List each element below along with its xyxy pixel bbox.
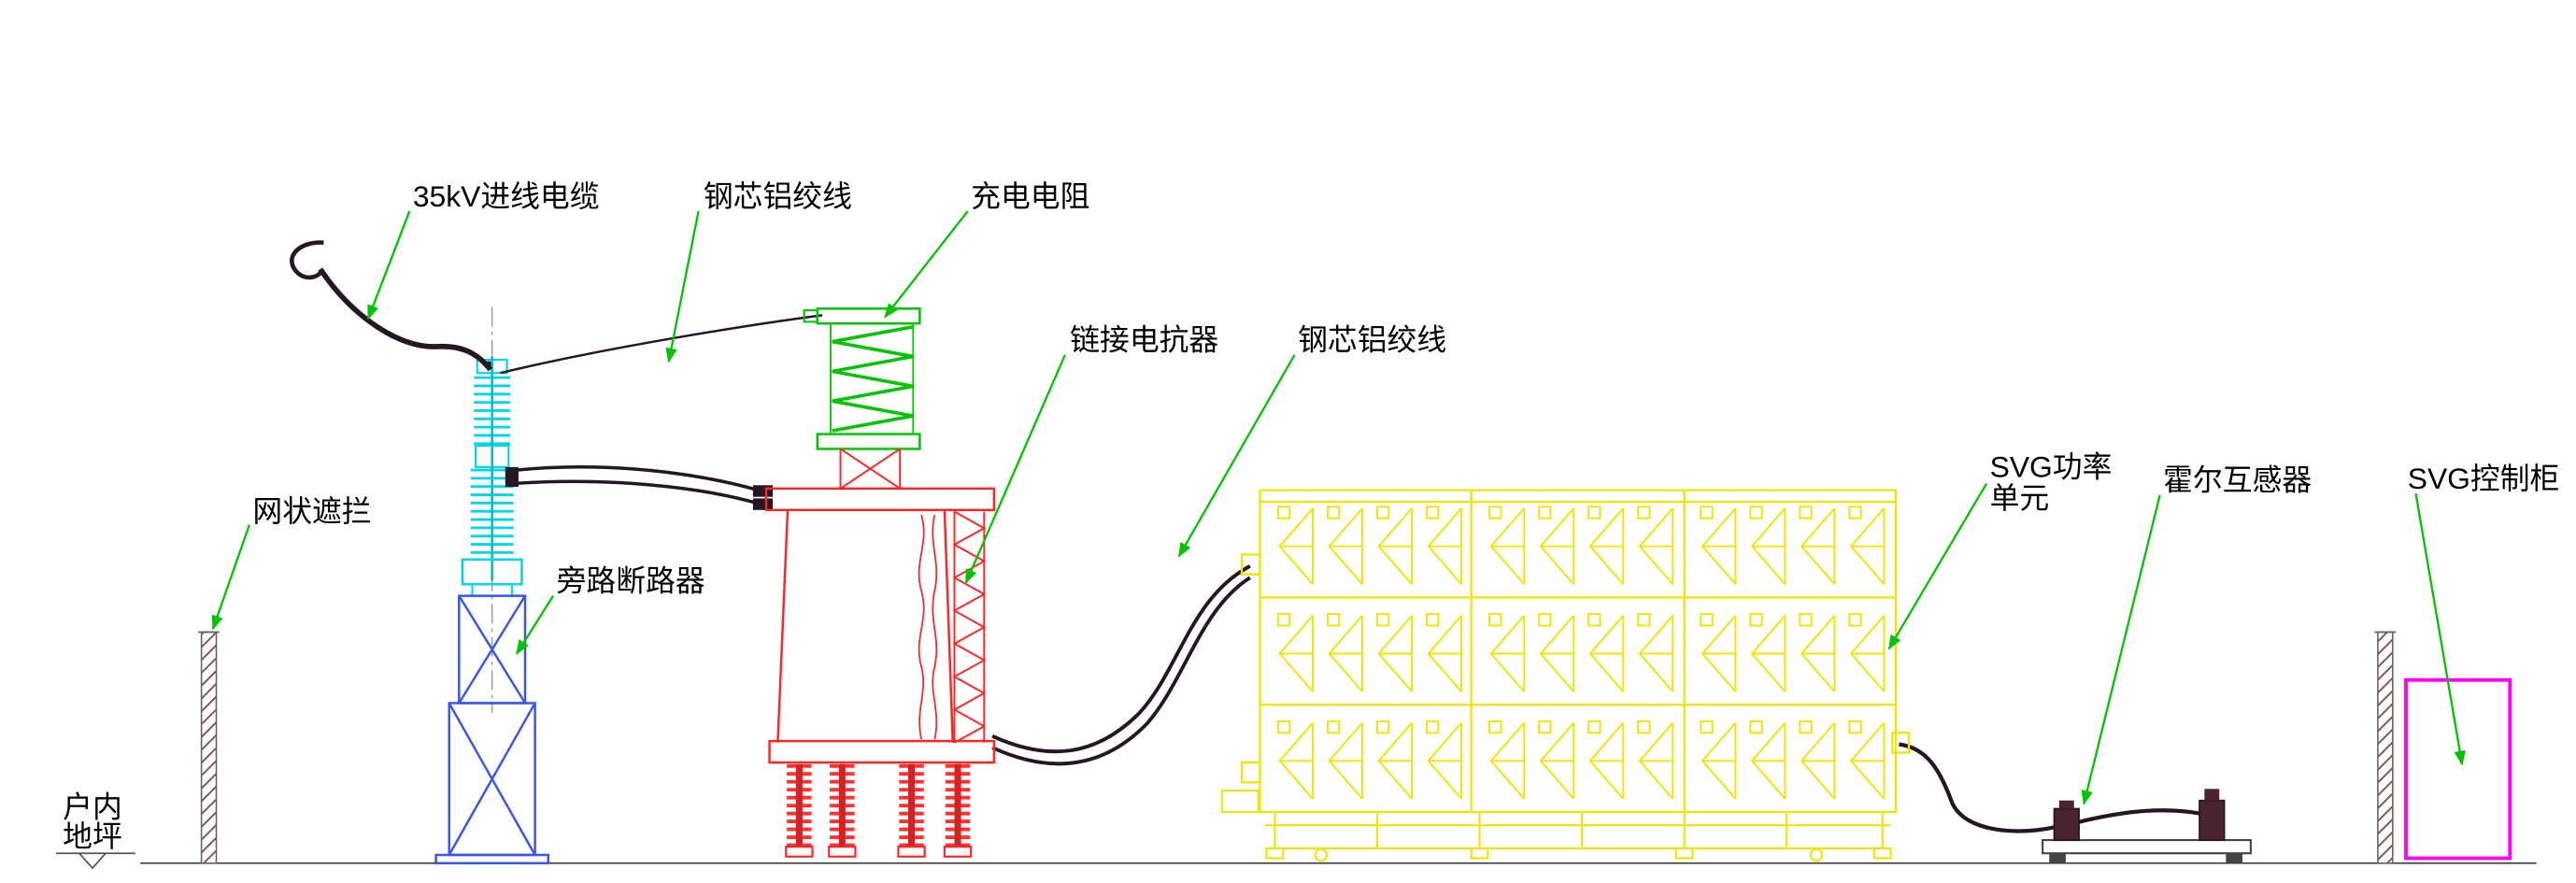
label-acsr-1: 钢芯铝绞线 [704, 179, 852, 213]
incoming-cable [290, 240, 493, 372]
label-indoor-floor-line2: 地坪 [63, 819, 122, 853]
cabinet-terminal-right [1891, 732, 1911, 754]
breaker-to-reactor-cables [513, 464, 774, 510]
reactor-bottom-plate [768, 739, 996, 764]
label-mesh-barrier: 网状遮拦 [252, 494, 371, 528]
floor-level-symbol [56, 852, 135, 870]
svg-control-cabinet-box [2404, 677, 2512, 861]
hall-ct-sensor [2053, 807, 2080, 841]
label-svg-control-cabinet: SVG控制柜 [2408, 462, 2560, 495]
charging-resistor [803, 307, 921, 450]
reactor-lattice-column [952, 510, 987, 744]
reactor-bushings [786, 764, 971, 857]
cabinet-terminal-upper-left [1240, 553, 1261, 576]
label-hall-ct: 霍尔互感器 [2163, 463, 2312, 497]
power-modules [1278, 506, 1885, 799]
hall-transformer-assembly [2042, 789, 2252, 863]
cabinet-to-hall-ct-cables [1899, 742, 2202, 833]
reactor-to-cabinet-cables [991, 564, 1251, 766]
label-acsr-2: 钢芯铝绞线 [1298, 322, 1446, 356]
hall-ct-bushing [2199, 799, 2226, 841]
label-incoming-cable: 35kV进线电缆 [413, 179, 600, 213]
coil-support [839, 448, 902, 490]
leader-svg-control-cabinet [2414, 492, 2466, 766]
leader-link-reactor [964, 354, 1066, 585]
label-charging-resistor: 充电电阻 [971, 179, 1089, 213]
leader-mesh-barrier [211, 524, 250, 631]
mesh-barrier-right [2374, 631, 2397, 864]
hall-ct-platform [2042, 839, 2252, 855]
link-reactor [764, 448, 996, 857]
cabinet-outline [1259, 489, 1898, 814]
cabinet-terminal-lower-left [1240, 761, 1261, 784]
leader-charging-resistor [884, 210, 969, 319]
bypass-breaker [434, 306, 549, 865]
label-indoor-floor-line1: 户内 [63, 790, 122, 823]
reactor-top-plate [764, 487, 996, 512]
mesh-barrier-left [198, 631, 221, 864]
svg-power-cabinet [1220, 489, 1911, 862]
cabinet-base [1264, 812, 1892, 862]
leader-svg-power-unit [1887, 482, 1988, 650]
label-bypass-breaker: 旁路断路器 [557, 563, 705, 597]
leader-bypass-breaker [516, 595, 555, 655]
conductor-acsr-1 [500, 314, 823, 375]
leader-acsr-1 [665, 210, 700, 363]
label-svg-power-unit-line1: SVG功率 [1990, 449, 2113, 483]
label-link-reactor: 链接电抗器 [1070, 322, 1218, 356]
breaker-support-frame [434, 594, 549, 865]
leader-lines [211, 210, 2466, 805]
leader-acsr-2 [1177, 354, 1296, 558]
label-svg-power-unit-line2: 单元 [1990, 481, 2050, 515]
leader-hall-ct [2081, 494, 2161, 805]
cabinet-side-box [1220, 790, 1260, 814]
leader-incoming-cable [367, 210, 411, 320]
